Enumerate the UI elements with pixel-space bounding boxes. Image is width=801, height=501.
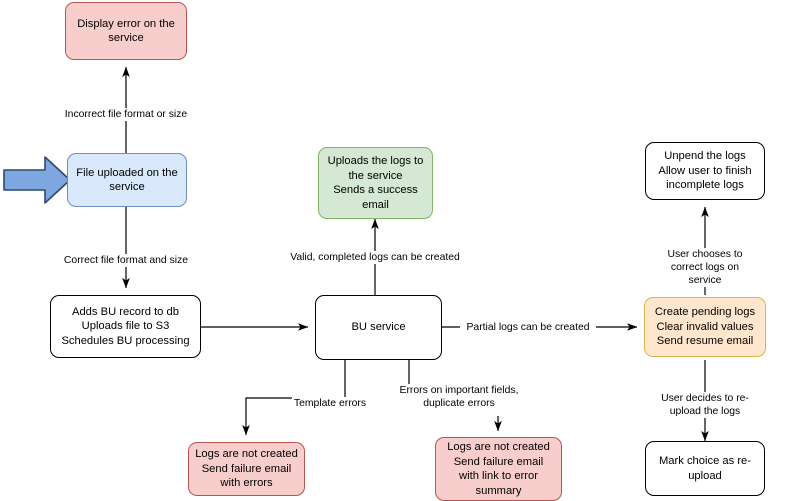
node-file-uploaded[interactable]: File uploaded on the service [67,153,187,207]
node-create-pending-logs[interactable]: Create pending logs Clear invalid values… [644,297,766,357]
node-logs-not-created-errors[interactable]: Logs are not created Send failure email … [188,442,305,496]
edge-label-reupload-logs: User decides to re-upload the logs [657,392,753,418]
node-unpend-logs[interactable]: Unpend the logs Allow user to finish inc… [645,142,765,200]
node-uploads-logs[interactable]: Uploads the logs to the service Sends a … [318,147,433,219]
edge-label-partial-logs: Partial logs can be created [464,321,592,334]
edge-label-template-errors: Template errors [291,397,369,410]
edge-label-correct-on-service: User chooses to correct logs on service [657,248,753,287]
edge-label-correct-format: Correct file format and size [61,254,191,267]
edge-label-important-errors: Errors on important fields, duplicate er… [397,384,521,410]
node-adds-bu-record[interactable]: Adds BU record to db Uploads file to S3 … [50,295,201,358]
node-logs-not-created-summary[interactable]: Logs are not created Send failure email … [435,437,562,501]
node-display-error[interactable]: Display error on the service [65,2,187,60]
edge-label-valid-logs: Valid, completed logs can be created [288,251,462,264]
entry-arrow-icon [3,156,71,204]
node-mark-reupload[interactable]: Mark choice as re- upload [645,441,765,496]
node-bu-service[interactable]: BU service [315,295,442,360]
edge-label-incorrect-format: Incorrect file format or size [62,108,190,121]
